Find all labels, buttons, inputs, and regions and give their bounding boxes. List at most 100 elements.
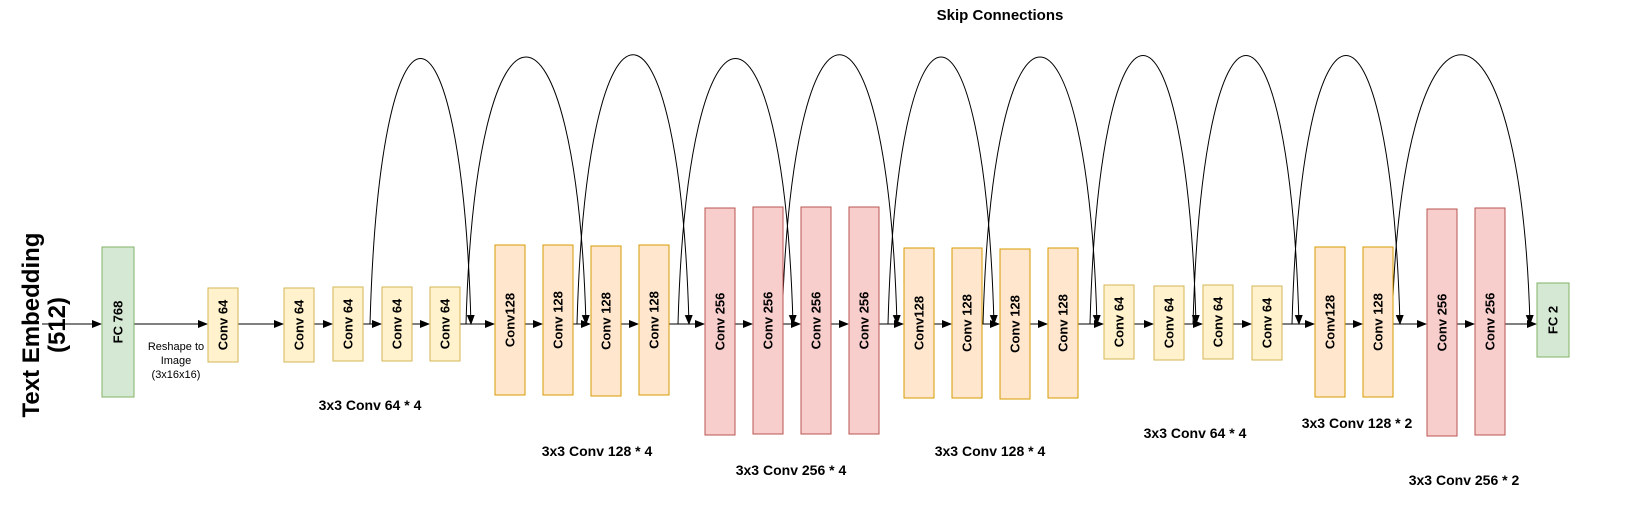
block-rect (999, 248, 1031, 400)
block-rect (752, 206, 784, 435)
block-rect (1202, 284, 1234, 360)
conv-block: Conv 128 (638, 244, 670, 396)
layer-blocks: FC 768 Conv 64 Conv 64 Conv 64 Conv 64 Conv 6… (101, 206, 1570, 437)
input-label-line1: Text Embedding (18, 233, 45, 418)
block-rect (1426, 208, 1458, 437)
conv-block: Conv128 (494, 244, 526, 396)
conv-block: Conv 64 (332, 286, 364, 362)
skip-connection-arc (982, 56, 1101, 325)
reshape-label-line: Image (161, 355, 192, 367)
block-label: Conv 256 (1483, 293, 1498, 351)
skip-connection-arc (1391, 54, 1534, 325)
block-rect (1103, 284, 1135, 360)
conv-block: Conv 64 (207, 287, 239, 363)
group-label: 3x3 Conv 64 * 4 (319, 397, 422, 413)
block-label: Conv 64 (341, 298, 356, 349)
block-label: FC 2 (1546, 306, 1561, 334)
group-label: 3x3 Conv 128 * 4 (935, 443, 1046, 459)
block-label: Conv 64 (390, 298, 405, 349)
block-rect (494, 244, 526, 396)
block-label: Conv 256 (809, 292, 824, 350)
block-rect (1474, 207, 1506, 436)
skip-connection-arc (1089, 55, 1200, 325)
block-rect (638, 244, 670, 396)
block-label: Conv 128 (551, 291, 566, 349)
block-label: FC 768 (111, 301, 126, 344)
conv-block: Conv 128 (542, 244, 574, 396)
block-label: Conv 64 (1260, 297, 1275, 348)
block-rect (1251, 285, 1283, 361)
conv-block: Conv 64 (1103, 284, 1135, 360)
conv-block: Conv 64 (381, 286, 413, 362)
block-rect (101, 246, 135, 398)
block-label: Conv128 (503, 293, 518, 347)
block-label: Conv 256 (1435, 294, 1450, 352)
input-label-line2: (512) (44, 297, 71, 353)
conv-block: Conv 256 (848, 206, 880, 435)
block-label: Conv 128 (599, 292, 614, 350)
block-label: Conv128 (912, 296, 927, 350)
block-rect (381, 286, 413, 362)
conv-block: Conv 256 (704, 207, 736, 436)
skip-connection-arc (1291, 55, 1404, 325)
block-rect (207, 287, 239, 363)
conv-block: Conv 64 (1153, 285, 1185, 361)
conv-block: Conv 128 (999, 248, 1031, 400)
conv-block: Conv 256 (752, 206, 784, 435)
skip-connection-arc (887, 56, 998, 325)
reshape-label: Reshape to Image (3x16x16) (148, 341, 204, 381)
block-label: Conv 256 (713, 293, 728, 351)
block-label: Conv128 (1323, 295, 1338, 349)
block-label: Conv 128 (960, 294, 975, 352)
group-label: 3x3 Conv 128 * 2 (1302, 415, 1413, 431)
block-label: Conv 64 (1211, 296, 1226, 347)
skip-connection-arc (576, 54, 693, 325)
block-label: Conv 64 (1112, 296, 1127, 347)
group-label: 3x3 Conv 256 * 2 (1409, 472, 1520, 488)
block-rect (704, 207, 736, 436)
block-rect (332, 286, 364, 362)
conv-block: Conv 64 (429, 286, 461, 362)
block-label: Conv 256 (857, 292, 872, 350)
conv-block: Conv 128 (951, 247, 983, 399)
block-rect (1362, 246, 1394, 398)
block-label: Conv 128 (1371, 293, 1386, 351)
input-label: Text Embedding (512) (18, 233, 71, 418)
block-rect (800, 206, 832, 435)
conv-block: Conv 128 (1362, 246, 1394, 398)
block-label: Conv 64 (1162, 297, 1177, 348)
conv-block: Conv 64 (1251, 285, 1283, 361)
skip-connection-arc (465, 56, 590, 325)
reshape-label-line: Reshape to (148, 341, 204, 353)
conv-block: Conv 256 (1426, 208, 1458, 437)
group-labels: 3x3 Conv 64 * 4 3x3 Conv 128 * 4 3x3 Conv … (319, 397, 1520, 488)
conv-block: Conv 128 (1047, 247, 1079, 399)
conv-block: Conv 64 (1202, 284, 1234, 360)
block-rect (903, 247, 935, 399)
skip-connections (369, 54, 1534, 325)
conv-block: Conv 64 (283, 287, 315, 363)
block-rect (283, 287, 315, 363)
skip-connection-arc (781, 54, 901, 325)
conv-block: Conv 256 (800, 206, 832, 435)
group-label: 3x3 Conv 256 * 4 (736, 462, 847, 478)
conv-block: Conv128 (1314, 246, 1346, 398)
block-rect (1314, 246, 1346, 398)
block-rect (951, 247, 983, 399)
block-label: Conv 256 (761, 292, 776, 350)
block-label: Conv 64 (438, 298, 453, 349)
block-rect (1047, 247, 1079, 399)
skip-connection-arc (369, 58, 475, 325)
block-rect (1536, 282, 1570, 358)
fc-block: FC 2 (1536, 282, 1570, 358)
block-rect (590, 245, 622, 397)
conv-block: Conv 256 (1474, 207, 1506, 436)
skip-connection-arc (1192, 55, 1303, 325)
block-rect (848, 206, 880, 435)
reshape-label-line: (3x16x16) (152, 369, 201, 381)
block-rect (429, 286, 461, 362)
block-label: Conv 128 (1056, 294, 1071, 352)
group-label: 3x3 Conv 128 * 4 (542, 443, 653, 459)
block-label: Conv 64 (292, 299, 307, 350)
